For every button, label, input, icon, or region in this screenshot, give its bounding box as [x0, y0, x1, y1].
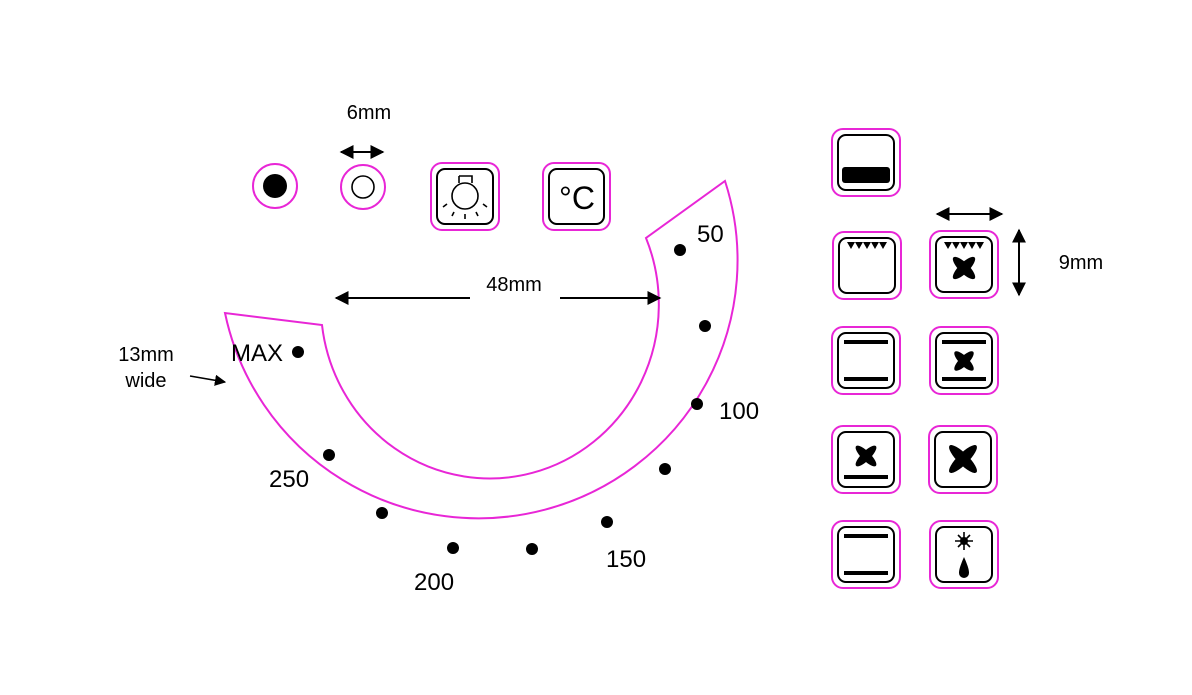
hole-spacing-label: 6mm — [347, 102, 391, 124]
dial-dot — [526, 543, 538, 555]
celsius-symbol: °C — [559, 180, 595, 216]
dial-dot — [376, 507, 388, 519]
dial-label-250: 250 — [269, 466, 309, 493]
defrost-icon — [929, 520, 999, 589]
dial-dot — [674, 244, 686, 256]
hollow-indicator-icon — [340, 164, 386, 210]
dial-dot — [447, 542, 459, 554]
dial-dot — [292, 346, 304, 358]
filled-indicator-icon — [252, 163, 298, 209]
grill-element-icon — [832, 231, 902, 300]
band-width-label-line2: wide — [124, 370, 166, 392]
dial-dot — [699, 320, 711, 332]
top-grill-icon — [831, 128, 901, 197]
dial-label-100: 100 — [719, 398, 759, 425]
icon-size-label: 9mm — [1059, 252, 1103, 274]
band-width-label-line1: 13mm — [118, 344, 174, 366]
band-width-arrow — [189, 374, 227, 386]
dial-band-outline — [223, 179, 739, 520]
dial-dot — [691, 398, 703, 410]
fan-only-icon — [928, 425, 998, 494]
dial-label-50: 50 — [697, 221, 724, 248]
top-bottom-heat-icon — [831, 326, 901, 395]
dial-dot — [659, 463, 671, 475]
dial-dots — [292, 244, 711, 555]
dial-dot — [323, 449, 335, 461]
celsius-icon: °C — [542, 162, 611, 231]
fan-grill-icon — [929, 230, 999, 299]
fan-top-bottom-heat-icon — [929, 326, 999, 395]
dial-label-max: MAX — [231, 340, 283, 367]
fan-bottom-heat-icon — [831, 425, 901, 494]
dial-width-label: 48mm — [486, 274, 542, 296]
dial-label-150: 150 — [606, 546, 646, 573]
dial-label-200: 200 — [414, 569, 454, 596]
dial-dot — [601, 516, 613, 528]
oven-lamp-icon — [430, 162, 500, 231]
conventional-heat-icon — [831, 520, 901, 589]
